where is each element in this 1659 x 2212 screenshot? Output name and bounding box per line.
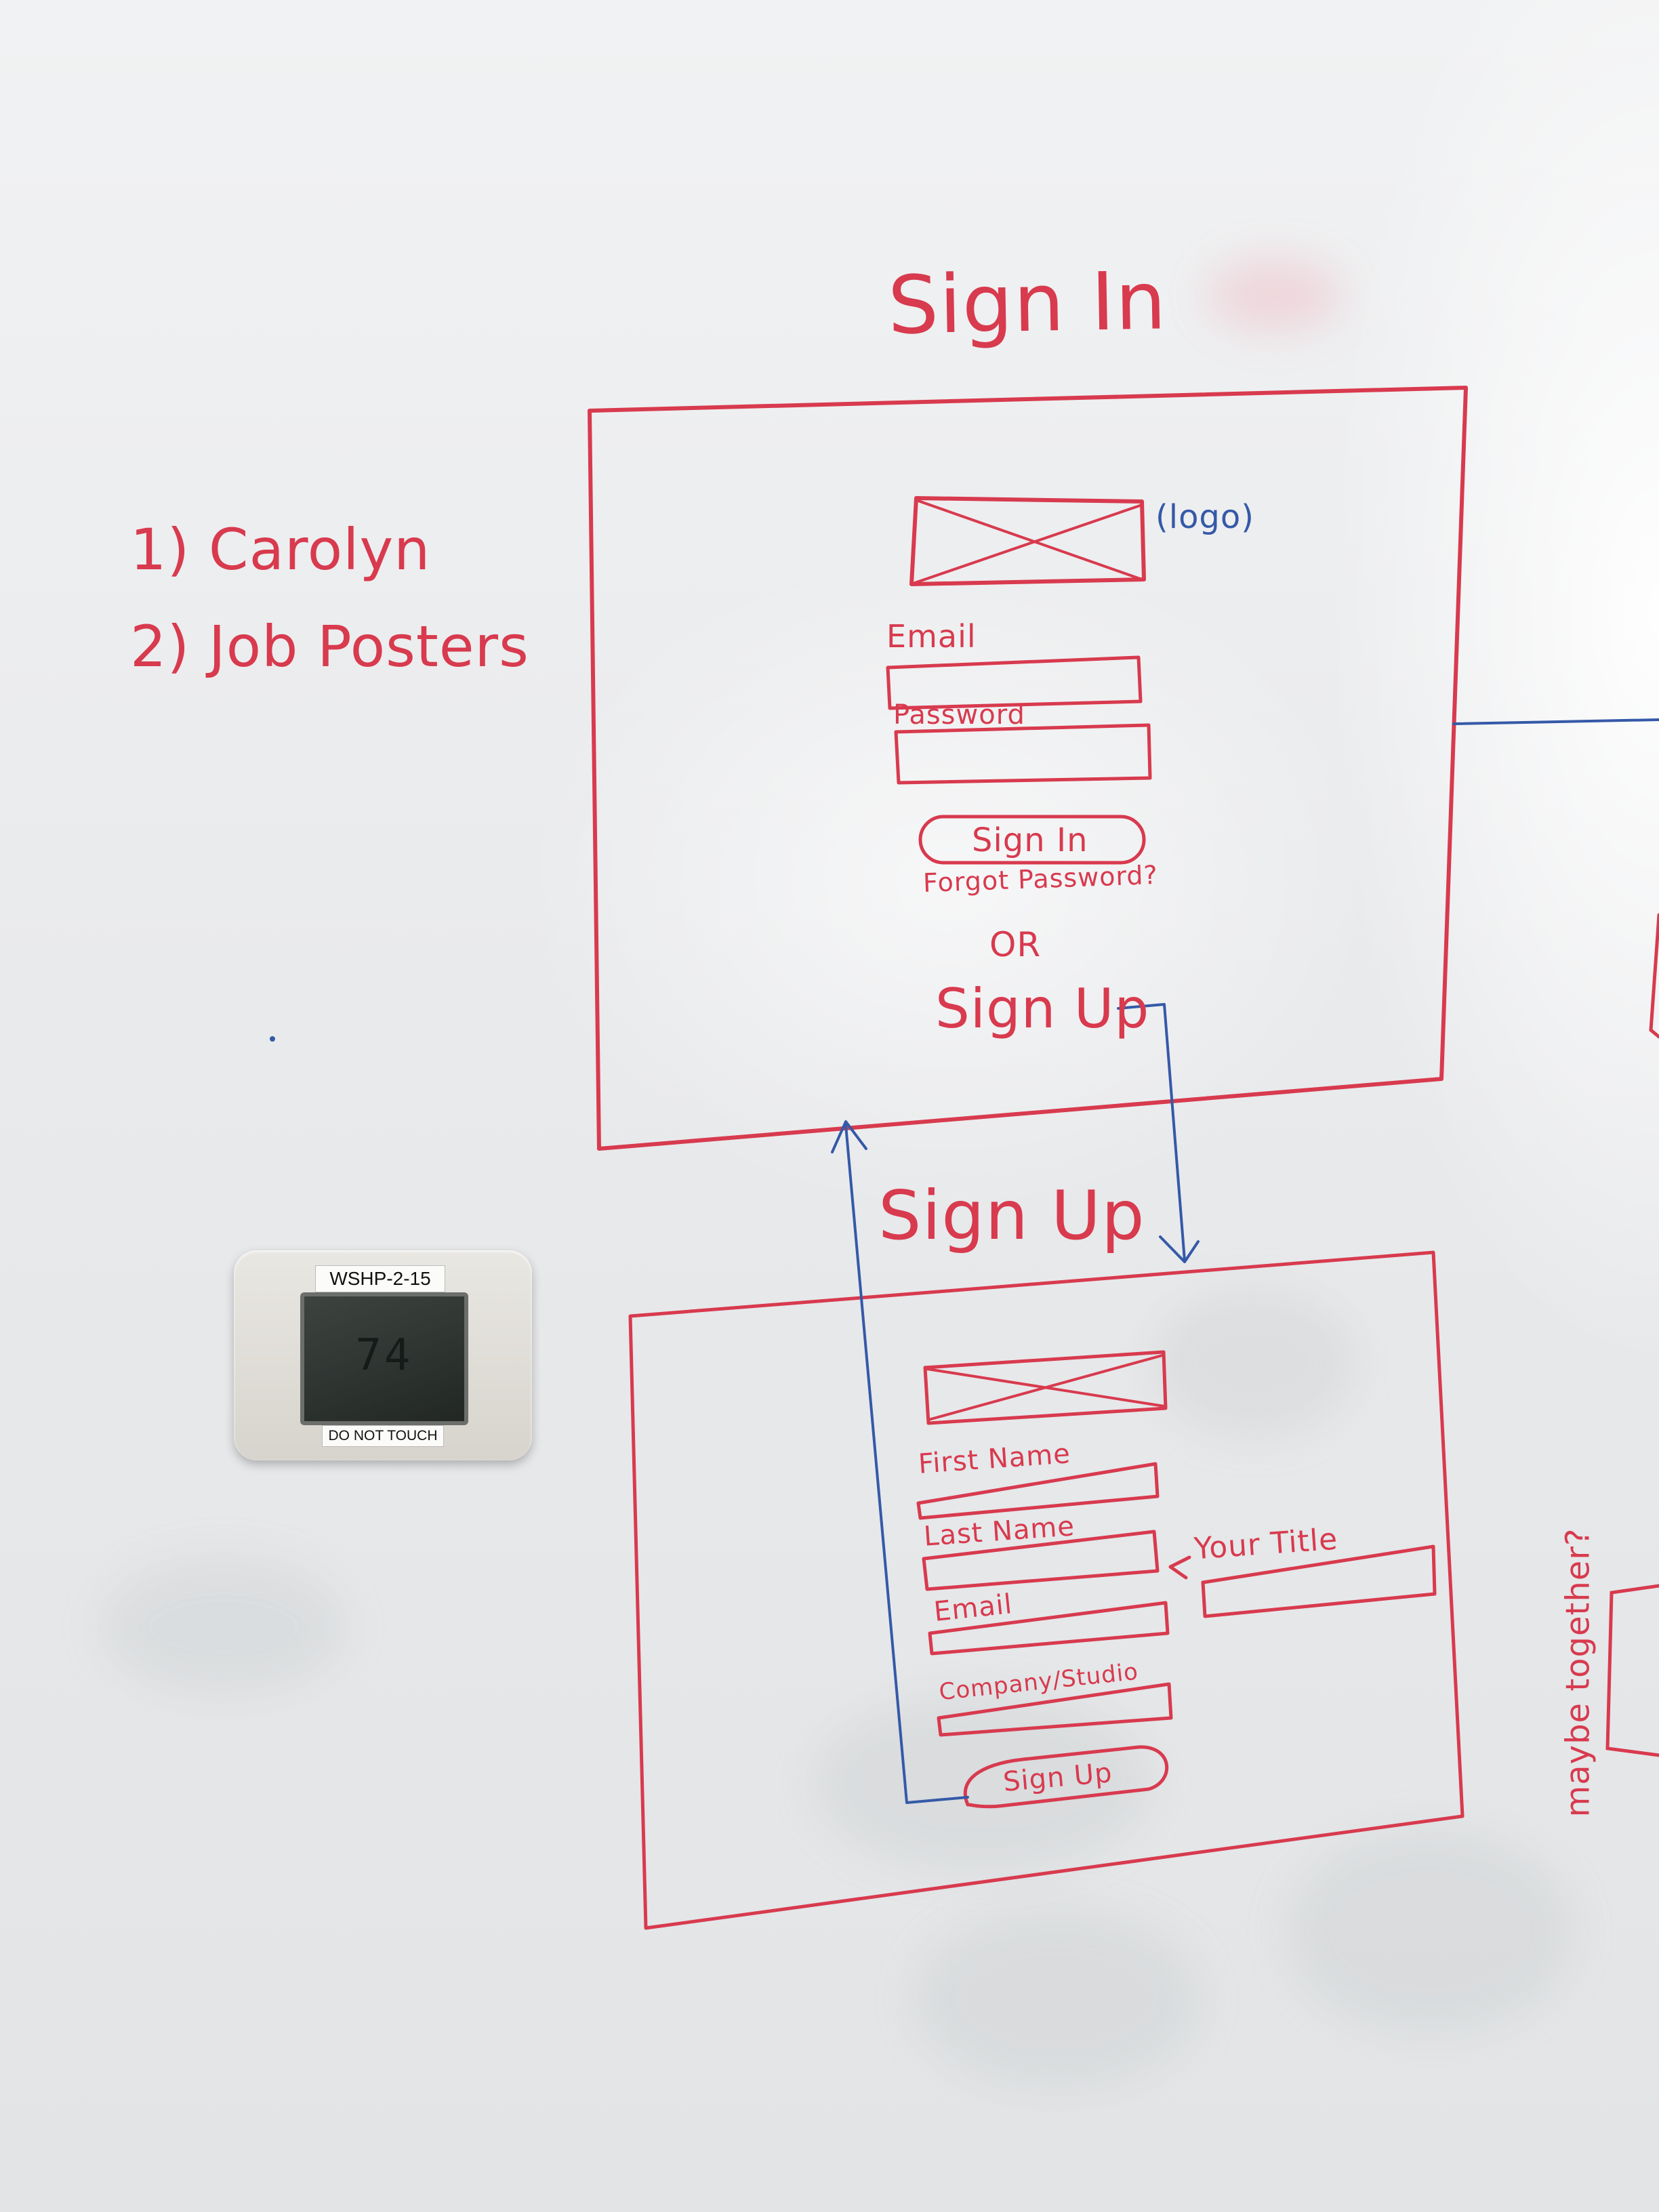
signin-signup-link: Sign Up (935, 977, 1150, 1040)
signin-logo-placeholder (909, 496, 1146, 586)
signin-button-outline (918, 815, 1146, 865)
thermostat-tag: WSHP-2-15 (315, 1265, 445, 1292)
signin-password-box (894, 723, 1152, 785)
logo-note: (logo) (1155, 498, 1254, 536)
thermostat-warning: DO NOT TOUCH (322, 1425, 444, 1447)
signin-email-box (886, 655, 1143, 710)
back-flow-arrow (844, 1124, 969, 1804)
signup-frame (628, 1250, 1465, 1930)
signup-title-box (1201, 1544, 1437, 1618)
thermostat-screen: 74 (300, 1292, 468, 1425)
signin-frame (588, 386, 1468, 1151)
note-item-1: 1) Carolyn (130, 516, 431, 583)
or-text: OR (989, 925, 1042, 964)
signin-email-label: Email (886, 618, 977, 655)
signin-title: Sign In (886, 253, 1168, 352)
signup-company-box (937, 1682, 1173, 1737)
thermostat: WSHP-2-15 74 DO NOT TOUCH (234, 1250, 532, 1460)
signup-logo-placeholder (923, 1350, 1168, 1425)
thermostat-temperature: 74 (355, 1330, 413, 1380)
signin-button-label: Sign In (972, 821, 1088, 859)
signup-flow-arrow (1117, 1003, 1186, 1262)
note-item-2: 2) Job Posters (130, 613, 529, 680)
signin-password-label: Password (893, 699, 1025, 731)
signup-title: Sign Up (878, 1176, 1145, 1255)
title-arrow (1168, 1555, 1191, 1580)
side-note: maybe together? (1559, 1528, 1597, 1818)
signup-button-outline (963, 1745, 1169, 1809)
signup-last-name-box (922, 1530, 1160, 1591)
signup-email-box (928, 1601, 1170, 1656)
signup-first-name-box (916, 1462, 1160, 1520)
